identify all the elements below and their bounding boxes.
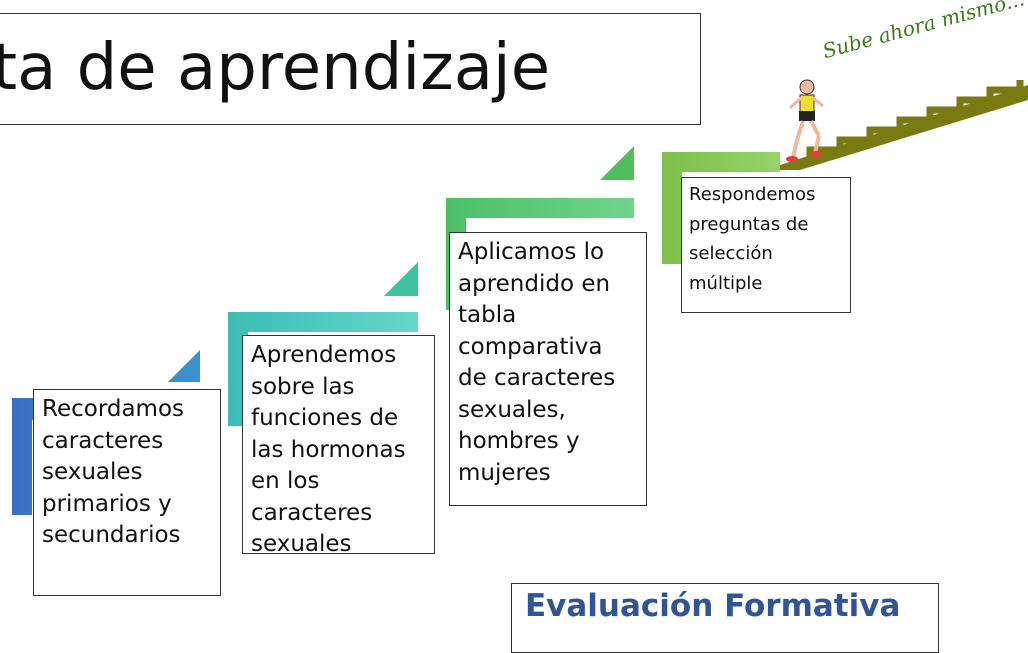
step-1-text: Recordamos caracteres sexuales primarios… [33, 389, 221, 596]
step-2-text: Aprendemos sobre las funciones de las ho… [242, 335, 435, 557]
step-4-text: Respondemos preguntas de selección múlti… [681, 177, 851, 313]
runner-figure [786, 79, 824, 162]
staircase-graphic [780, 80, 1028, 170]
step-arrow-icon [168, 350, 200, 382]
step-3-text: Aplicamos lo aprendido en tabla comparat… [449, 232, 647, 506]
step-4-shape [662, 152, 780, 264]
title-box [0, 13, 701, 125]
page-title: ta de aprendizaje [0, 31, 551, 105]
step-arrow-icon [600, 146, 634, 180]
evaluation-label: Evaluación Formativa [525, 588, 901, 624]
step-arrow-icon [384, 262, 418, 296]
